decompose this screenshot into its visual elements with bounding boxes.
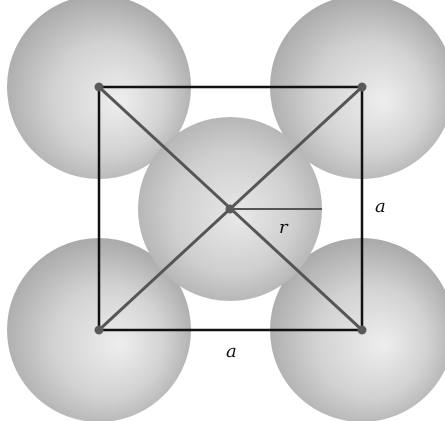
node-top-right — [357, 82, 367, 92]
side-label-bottom: a — [226, 341, 237, 362]
node-bottom-left — [94, 325, 104, 335]
side-label-right: a — [375, 196, 386, 217]
radius-label: r — [279, 217, 289, 238]
node-center — [225, 204, 235, 214]
node-bottom-right — [357, 325, 367, 335]
node-top-left — [94, 82, 104, 92]
cell-square — [97, 85, 364, 332]
